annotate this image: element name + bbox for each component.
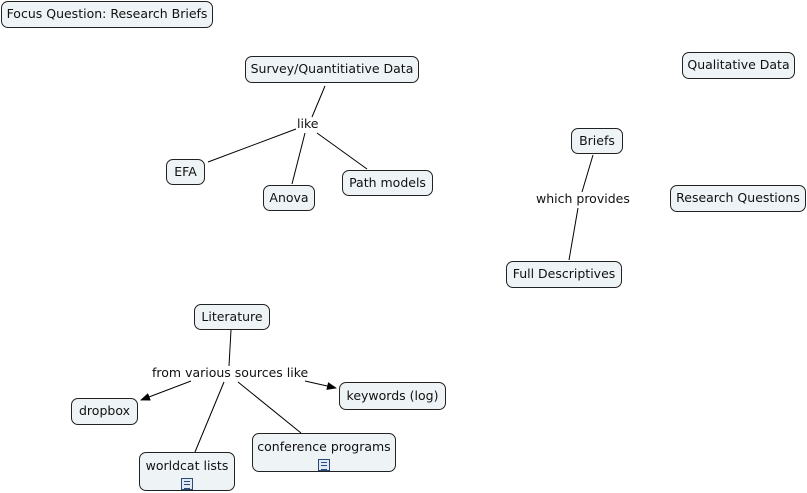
document-icon[interactable] bbox=[181, 477, 193, 490]
node-keywords-log[interactable]: keywords (log) bbox=[339, 382, 446, 410]
node-conference-programs[interactable]: conference programs bbox=[252, 433, 396, 472]
link-like-anova bbox=[291, 132, 306, 185]
node-survey-quantitative-data[interactable]: Survey/Quantitiative Data bbox=[245, 56, 419, 83]
link-like-path bbox=[316, 132, 368, 170]
node-full-descriptives[interactable]: Full Descriptives bbox=[506, 261, 622, 288]
node-path-models[interactable]: Path models bbox=[342, 170, 433, 196]
focus-question-title: Focus Question: Research Briefs bbox=[1, 1, 213, 28]
link-label-which-provides: which provides bbox=[535, 191, 631, 206]
link-survey-like bbox=[311, 85, 326, 118]
link-label-like: like bbox=[296, 116, 320, 131]
node-briefs[interactable]: Briefs bbox=[571, 128, 623, 154]
link-literature-sources bbox=[228, 329, 232, 367]
node-dropbox[interactable]: dropbox bbox=[71, 398, 138, 425]
node-worldcat-lists-label: worldcat lists bbox=[145, 458, 229, 473]
node-efa[interactable]: EFA bbox=[166, 159, 205, 185]
node-worldcat-lists[interactable]: worldcat lists bbox=[139, 452, 235, 491]
link-provides-descriptives bbox=[568, 207, 579, 261]
node-research-questions[interactable]: Research Questions bbox=[670, 185, 806, 212]
link-sources-dropbox bbox=[140, 380, 192, 401]
node-conference-programs-label: conference programs bbox=[257, 439, 391, 454]
link-sources-worldcat bbox=[194, 381, 225, 453]
link-label-from-various-sources: from various sources like bbox=[151, 365, 310, 380]
document-icon[interactable] bbox=[318, 458, 330, 471]
link-sources-keywords bbox=[304, 380, 337, 390]
link-sources-conference bbox=[237, 381, 302, 434]
node-literature[interactable]: Literature bbox=[194, 304, 270, 330]
link-like-efa bbox=[207, 128, 297, 163]
node-anova[interactable]: Anova bbox=[263, 185, 315, 211]
link-briefs-provides bbox=[581, 154, 594, 193]
node-qualitative-data[interactable]: Qualitative Data bbox=[682, 52, 795, 79]
